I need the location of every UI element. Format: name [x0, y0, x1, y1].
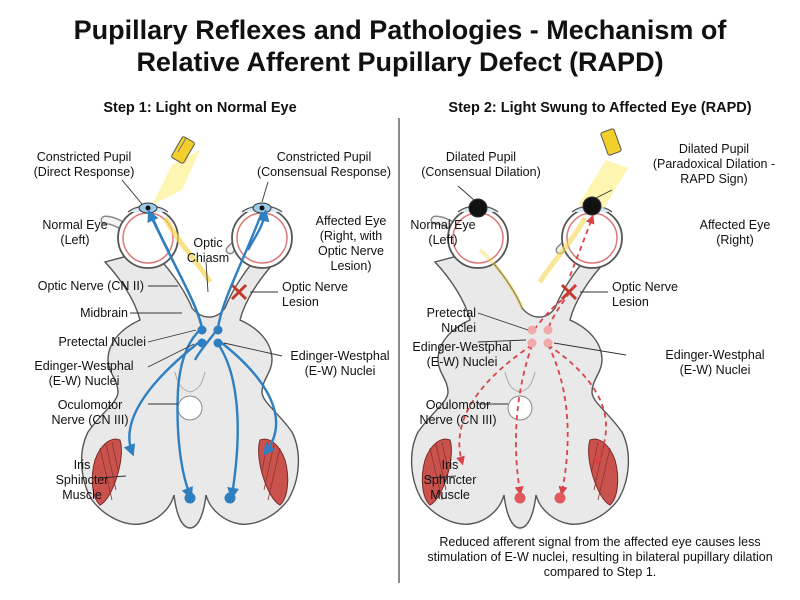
step2-label-ew-right: Edinger-Westphal (E-W) Nuclei: [665, 348, 765, 377]
step1-label-affected-eye: Affected Eye (Right, with Optic Nerve Le…: [315, 214, 387, 273]
step1-nuclei: [184, 325, 236, 504]
step2-flashlight-icon: [578, 128, 628, 208]
step1-flashlight-icon: [152, 136, 200, 205]
step2-label-dilated-paradoxical: Dilated Pupil (Paradoxical Dilation - RA…: [652, 142, 776, 186]
page-title: Pupillary Reflexes and Pathologies - Mec…: [0, 14, 800, 78]
step1-label-optic-nerve-lesion: Optic Nerve Lesion: [282, 280, 348, 309]
step2-left-pupil-dilated: [468, 198, 488, 218]
step2-nuclei: [514, 325, 566, 504]
step1-label-pretectal: Pretectal Nuclei: [58, 335, 146, 349]
step1-label-normal-eye: Normal Eye (Left): [42, 218, 108, 247]
step1-label-midbrain: Midbrain: [80, 306, 128, 320]
step2-label-ew-left: Edinger-Westphal (E-W) Nuclei: [412, 340, 512, 369]
title-line-1: Pupillary Reflexes and Pathologies - Mec…: [73, 15, 727, 45]
step1-label-ew-right: Edinger-Westphal (E-W) Nuclei: [290, 349, 390, 378]
step2-diagram: [412, 128, 629, 528]
step1-label-iris: Iris Sphincter Muscle: [55, 458, 109, 502]
step1-leader-lines: [97, 179, 283, 479]
step1-label-ew-left: Edinger-Westphal (E-W) Nuclei: [34, 359, 134, 388]
step1-label-constricted-direct: Constricted Pupil (Direct Response): [33, 150, 135, 179]
step2-label-oculomotor: Oculomotor Nerve (CN III): [419, 398, 497, 427]
step1-title: Step 1: Light on Normal Eye: [103, 100, 297, 116]
step2-label-dilated-consensual: Dilated Pupil (Consensual Dilation): [421, 150, 541, 179]
step1-label-optic-nerve: Optic Nerve (CN II): [37, 279, 144, 293]
step2-label-pretectal: Pretectal Nuclei: [426, 306, 476, 335]
step2-caption: Reduced afferent signal from the affecte…: [427, 535, 773, 579]
step2-title: Step 2: Light Swung to Affected Eye (RAP…: [448, 100, 752, 116]
step1-afferent-highlight: [162, 216, 213, 284]
step2-afferent-highlight: [537, 216, 588, 284]
step2-right-pupil-dilated: [582, 196, 602, 216]
step1-label-oculomotor: Oculomotor Nerve (CN III): [51, 398, 129, 427]
step2-label-normal-eye: Normal Eye (Left): [410, 218, 476, 247]
title-line-2: Relative Afferent Pupillary Defect (RAPD…: [136, 47, 664, 77]
step2-label-iris: Iris Sphincter Muscle: [423, 458, 477, 502]
step1-diagram: [82, 136, 299, 528]
step2-label-optic-nerve-lesion: Optic Nerve Lesion: [612, 280, 678, 309]
step1-label-optic-chiasm: Optic Chiasm: [186, 236, 230, 265]
step1-lesion-icon: [230, 283, 248, 301]
panel-divider: [398, 118, 400, 583]
step2-leader-lines: [427, 185, 627, 479]
step1-label-constricted-consensual: Constricted Pupil (Consensual Response): [256, 150, 392, 179]
step2-label-affected-eye: Affected Eye (Right): [699, 218, 771, 247]
